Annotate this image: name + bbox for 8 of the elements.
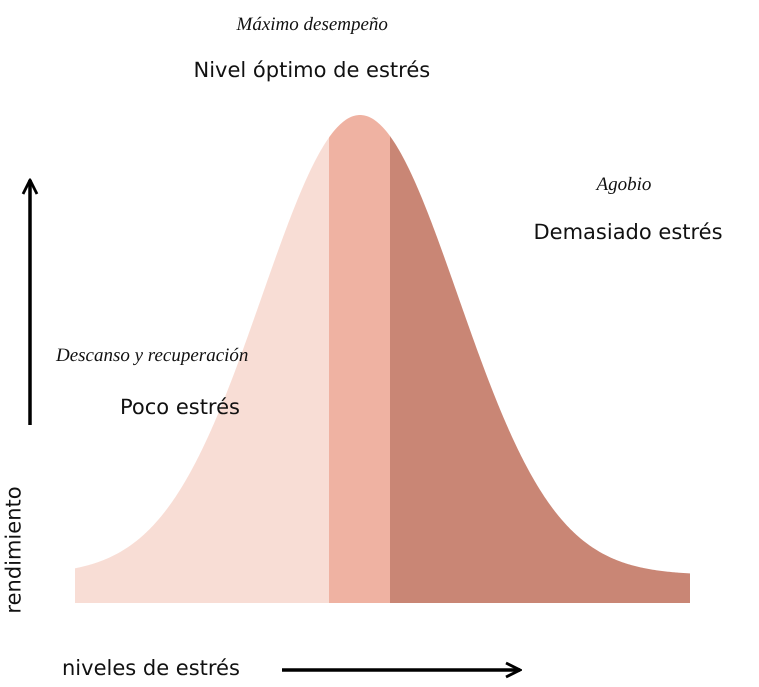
annotation-text: Poco estrés: [120, 395, 240, 419]
annotation-heading: Máximo desempeño: [236, 14, 388, 36]
annotation-heading: Descanso y recuperación: [56, 345, 248, 367]
annotation-text: Demasiado estrés: [534, 220, 723, 244]
axis-label: niveles de estrés: [62, 656, 240, 680]
annotation-text: Nivel óptimo de estrés: [194, 58, 430, 82]
annotation-heading: Agobio: [596, 174, 652, 196]
axis-label: rendimiento: [1, 486, 26, 614]
